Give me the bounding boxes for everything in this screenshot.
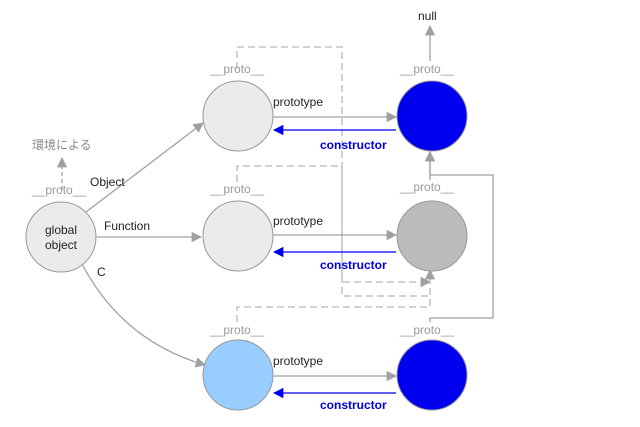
function-prototype-node xyxy=(396,200,468,272)
c-edge-label: C xyxy=(97,265,106,279)
object-proto-dashed-link xyxy=(236,46,432,288)
env-label: 環境による xyxy=(32,137,92,152)
c-node xyxy=(202,339,274,411)
object-node xyxy=(202,80,274,152)
c-prototype-proto-arrow xyxy=(424,150,494,322)
global-label-line1: global xyxy=(45,223,77,237)
edge-c xyxy=(79,259,206,368)
object-proto-label: __proto__ xyxy=(209,62,264,76)
object-prototype-node xyxy=(396,80,468,152)
global-label-line2: object xyxy=(45,238,78,252)
function-prototype-label: prototype xyxy=(273,214,323,228)
function-edge-label: Function xyxy=(104,219,150,233)
global-object-node xyxy=(25,201,97,273)
c-prototype-node xyxy=(396,339,468,411)
object-prototype-label: prototype xyxy=(273,95,323,109)
object-constructor-label: constructor xyxy=(320,138,387,152)
global-proto-label: __proto__ xyxy=(31,183,86,197)
object-prototype-proto-label: __proto__ xyxy=(399,62,454,76)
c-prototype-label: prototype xyxy=(273,354,323,368)
function-proto-label: __proto__ xyxy=(209,182,264,196)
object-edge-label: Object xyxy=(90,175,125,189)
function-prototype-proto-label: __proto__ xyxy=(399,180,454,194)
function-proto-dashed-link xyxy=(236,165,430,297)
null-label: null xyxy=(418,9,437,23)
c-constructor-label: constructor xyxy=(320,398,387,412)
function-node xyxy=(202,200,274,272)
c-proto-label: __proto__ xyxy=(209,323,264,337)
function-constructor-label: constructor xyxy=(320,258,387,272)
c-prototype-proto-label: __proto__ xyxy=(399,323,454,337)
c-proto-dashed-link xyxy=(236,268,436,322)
edge-object xyxy=(85,122,204,213)
